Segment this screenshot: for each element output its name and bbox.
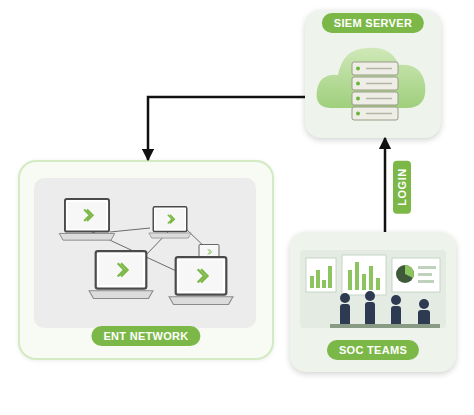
- network-box: ENT NETWORK: [18, 160, 274, 360]
- cloud-icon: [317, 48, 426, 108]
- node-label: ENT NETWORK: [91, 326, 200, 346]
- server-stack: [352, 62, 398, 120]
- team-box: SOC TEAMS: [290, 232, 456, 372]
- connector-arrow: [384, 138, 387, 232]
- laptop: [196, 245, 221, 264]
- edge-label: LOGIN: [393, 160, 411, 213]
- laptop: [89, 251, 153, 298]
- node-label: SIEM SERVER: [322, 13, 424, 33]
- connector-arrow: [148, 97, 305, 160]
- laptop: [149, 207, 191, 238]
- network-links: [88, 228, 210, 282]
- soc-scene: [300, 250, 446, 328]
- laptop: [169, 257, 233, 304]
- server-box: SIEM SERVER: [305, 10, 441, 138]
- network-panel: [34, 178, 256, 328]
- node-label: SOC TEAMS: [327, 340, 419, 360]
- laptop: [59, 199, 115, 240]
